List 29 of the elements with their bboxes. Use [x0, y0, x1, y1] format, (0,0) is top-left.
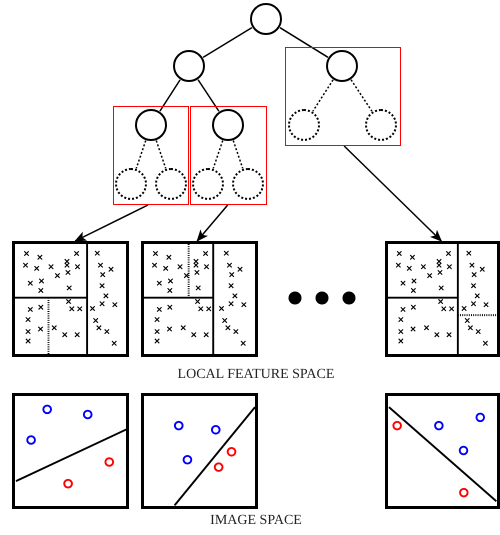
arrow — [344, 145, 442, 242]
tree-node-circle — [212, 109, 244, 141]
section-label: LOCAL FEATURE SPACE — [178, 367, 334, 383]
dotted-tree-branch — [312, 79, 334, 112]
tree-branch — [202, 26, 252, 58]
tree-node-circle — [250, 3, 282, 35]
dotted-tree-node-circle — [288, 109, 320, 141]
dotted-tree-node-circle — [155, 168, 187, 200]
dotted-tree-branch — [350, 79, 373, 112]
tree-node-circle — [173, 50, 205, 82]
dotted-tree-node-circle — [232, 168, 264, 200]
dotted-tree-branch — [232, 140, 244, 169]
arrow — [74, 204, 148, 242]
tree-branch — [197, 79, 220, 112]
dotted-tree-branch — [156, 140, 166, 169]
tree-node-circle — [326, 50, 358, 82]
tree-branch — [280, 27, 328, 58]
subtree-highlight-box — [285, 47, 401, 146]
arrow — [196, 204, 228, 242]
subtree-highlight-box — [190, 106, 267, 205]
dotted-tree-node-circle — [365, 109, 397, 141]
tree-branch — [159, 79, 181, 112]
dotted-tree-branch — [136, 140, 146, 169]
tree-node-circle — [135, 109, 167, 141]
dotted-tree-branch — [212, 140, 224, 169]
subtree-highlight-box — [113, 106, 189, 205]
dotted-tree-node-circle — [115, 168, 147, 200]
dotted-tree-node-circle — [192, 168, 224, 200]
section-label: IMAGE SPACE — [210, 513, 302, 529]
